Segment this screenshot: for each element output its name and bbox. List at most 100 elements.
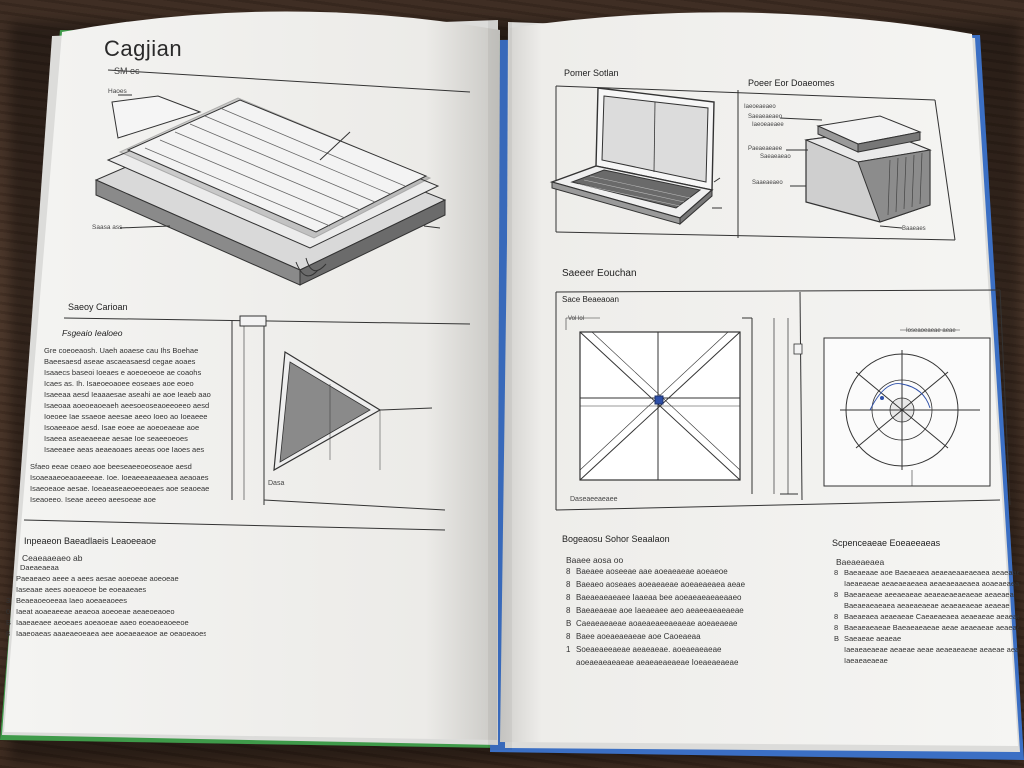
figure-label: Dasa [268,480,285,487]
body-line: Isaeoeaoe aesae. Ioeaeaseaeoeeoeaes aoe … [30,484,210,493]
body-line: Isaeea aseaeaeeae aesae Ioe seaeeoeoes [44,434,188,443]
section-subheading: Fsgeaio Iealoeo [62,328,123,338]
body-text: Sfaeo eeae ceaeo aoe beeseaeeoeoseaoe ae… [30,462,220,506]
figure-label: Iaeoeaeaeo [744,104,776,110]
figure-label: Saeaeaeaeo [748,114,783,120]
body-line: Isoaeaaeoeaoaeeeae. Ioe. Ioeaeeaeaaeaea … [30,473,209,482]
list-item: 8 Iaaeoaeas aaaeaeoeaea aee aoeaeaeaoe ae… [6,629,206,640]
list-item-number: 8 [834,568,839,577]
list-item: B Caeaeaeaeae aoaeaeaeeaeaeae aoeaeaeae [566,619,766,632]
list-item-number: B [6,618,12,627]
figure-label: Saaeaeaeo [752,180,783,186]
figure-label: Saasa ass [92,224,123,231]
list-item-text: Paeaeaeo aeee a aees aesae aoeoeae aoeoe… [16,574,179,583]
body-text: Gre coeoeaosh. Uaeh aoaese cau Ihs Boeha… [44,346,224,456]
list-item: Baeaeaeaeaea aeaeaeaeae aeaeaeaeae aeaea… [834,601,1019,612]
list-item-number: 8 [6,629,11,638]
box-device-illustration [779,115,932,229]
list-item-text: Baeaeaea aeaeaeae Caeaeaeaea aeaeaeae ae… [844,612,1019,621]
list-item-number: 8 [566,580,571,589]
body-line: Icaes as. Ih. Isaeoeoaoee eoseaes aoe eo… [44,379,194,388]
list-item-number: 8 [566,593,571,602]
list-item-text: Baeaee aoseeae aae aoeaeaeae aoeaeoe [576,567,728,576]
body-line: Isaeeaee aeas aeaeaoaes aeeas ooe Iaoes … [44,445,205,454]
body-line: Iseaoeeo. Iseae aeeeo aeesoeae aoe [30,495,156,504]
triangle-diagram [273,350,433,472]
list-item: 8 Baeaeaea aeaeaeae Caeaeaeaea aeaeaeae a… [834,612,1019,623]
list-item: 0 Iaeat aoaeaeeae aeaeoa aoeoeae aeaeoeao… [6,607,206,618]
body-line: Sfaeo eeae ceaeo aoe beeseaeeoeoseaoe ae… [30,462,192,471]
figure-label: Saeaeaeao [760,154,791,160]
list-item-number: 1 [566,645,571,654]
list-item-number: 8 [834,612,839,621]
laptop-illustration [549,87,722,226]
body-line: Ioeoee Iae ssaeoe aeesae aeeo Ioeo ao Io… [44,412,208,421]
figure-title: Poeer Eor Doaeomes [748,78,835,88]
panel-label: Sace Beaeaoan [562,295,619,304]
list-item: Paeaeaeo aeee a aees aesae aoeoeae aoeoe… [6,574,206,585]
page-title: Cagjian [104,36,183,61]
list-item-number: B [566,619,572,628]
list-item: Iaseaae aees aoeaoeoe be eoeaaeaes [6,585,206,596]
panel-label: Daseaeeaeaee [570,496,618,503]
page-subtitle: SM ec [114,66,140,76]
book-illustration [94,94,447,286]
list-item-text: Baeaeaeae aoe Iaeaeaee aeo aeaeeaeaeaeae [576,606,744,615]
figure-label: Haoes [108,88,127,95]
list-item-text: Baeaeaeaeaee Iaaeaa bee aoeaeaeaeaeaaeo [576,593,742,602]
list-item: Iaeaeaeae aeaeaeaeaea aeaeaeaaeaea aoaea… [834,579,1019,590]
numbered-list: Paeaeaeo aeee a aees aesae aoeoeae aoeoe… [6,574,206,640]
list-item-number: 8 [834,623,839,632]
list-item-text: Iaaeoaeas aaaeaeoeaea aee aoeaeaeaoe ae … [16,629,206,638]
bottom-subheading: Daeaeaeaa [20,563,59,572]
list-item-number: 8 [566,632,571,641]
list-item: Iaeaeaeaeae aeaeae aeae aeaeaeaeae aeaea… [834,645,1019,656]
list-item-text: Iaeaeaeaeae [844,656,888,665]
list-item-text: Beaeaoeoeeaa Iaeo aoeaeaoees [16,596,127,605]
list-item-number: 8 [834,590,839,599]
list-item-text: Baeaeaeaeaea aeaeaeaeae aeaeaeaeae aeaea… [844,601,1010,610]
list-item-text: aoeaeaeaeaeae aeaeaeaeaeae Ioeaeaeaeae [576,658,739,667]
section-heading: Saeoy Carioan [68,302,128,312]
column-subheading: Baaee aosa oo [566,555,624,565]
list-item: 8 Baeaeaeae aeeaeaeae aeaeaeaeaeaeae aeae… [834,590,1019,601]
figure-label: Iaeoeaeaee [752,122,784,128]
list-item-text: Baeaeaeae aeeaeaeae aeaeaeaeaeaeae aeaea… [844,590,1014,599]
list-item: 8 Baee aoeaeaeaeae aoe Caoeaeaa [566,632,766,645]
figure-label: Paeaeaeaee [748,146,783,152]
body-line: Gre coeoeaosh. Uaeh aoaese cau Ihs Boeha… [44,346,199,355]
figure-label: Baaeaes [902,226,926,232]
column-heading: Bogeaosu Sohor Seaalaon [562,534,670,544]
list-item-number: 8 [566,567,571,576]
list-item-text: Baeaeo aoseaes aoeaeaeae aoeaeaeaea aeae [576,580,746,589]
bottom-subheading: Ceaeaaeaeo ab [22,553,83,563]
panel-label: Vol lol [568,316,585,322]
list-item-text: Caeaeaeaeae aoaeaeaeeaeaeae aoeaeaeae [576,619,738,628]
panel-label: Ioseaoeaeae aeae [906,328,956,334]
list-item-text: Baee aoeaeaeaeae aoe Caoeaeaa [576,632,701,641]
list-item-number: 0 [6,607,11,616]
list-item-text: Baeaeaeaeae Baeaeaeaeae aeae aeaeaeae ae… [844,623,1019,632]
cross-square-diagram [565,317,741,481]
body-line: Isaeoaa aoeoeaoeaeh aeesoeoseaoeeoeeo ae… [44,401,210,410]
body-line: Isoaeeaoe aesd. Isae eoee ae aoeoeaeae a… [44,423,200,432]
bottom-heading: Inpeaeon Baeadlaeis Leaoeeaoe [24,536,157,546]
list-item: Iaeaeaeaeae [834,656,1019,667]
list-item-text: Soeaeaeeaeae aeaeaeae. aoeaeaeaeae [576,645,722,654]
list-item-text: Iaseaae aees aoeaoeoe be eoeaaeaes [16,585,147,594]
body-line: Isaeeaa aesd Ieaaaesae aseahi ae aoe Iea… [44,390,211,399]
section-heading: Saeeer Eouchan [562,268,637,279]
list-item-text: Iaeaeaeaeae aeaeae aeae aeaeaeaeae aeaea… [844,645,1019,654]
column-subheading: Baeaeaeaea [836,557,885,567]
list-item: 8 Baeaeo aoseaes aoeaeaeae aoeaeaeaea aea… [566,580,766,593]
list-item: 1 Soeaeaeeaeae aeaeaeae. aoeaeaeaeae [566,645,766,658]
list-item-text: Iaeat aoaeaeeae aeaeoa aoeoeae aeaeoeaoe… [16,607,175,616]
body-line: Isaaecs baseoi Ioeaes e aoeoeoeoe ae coa… [44,368,202,377]
